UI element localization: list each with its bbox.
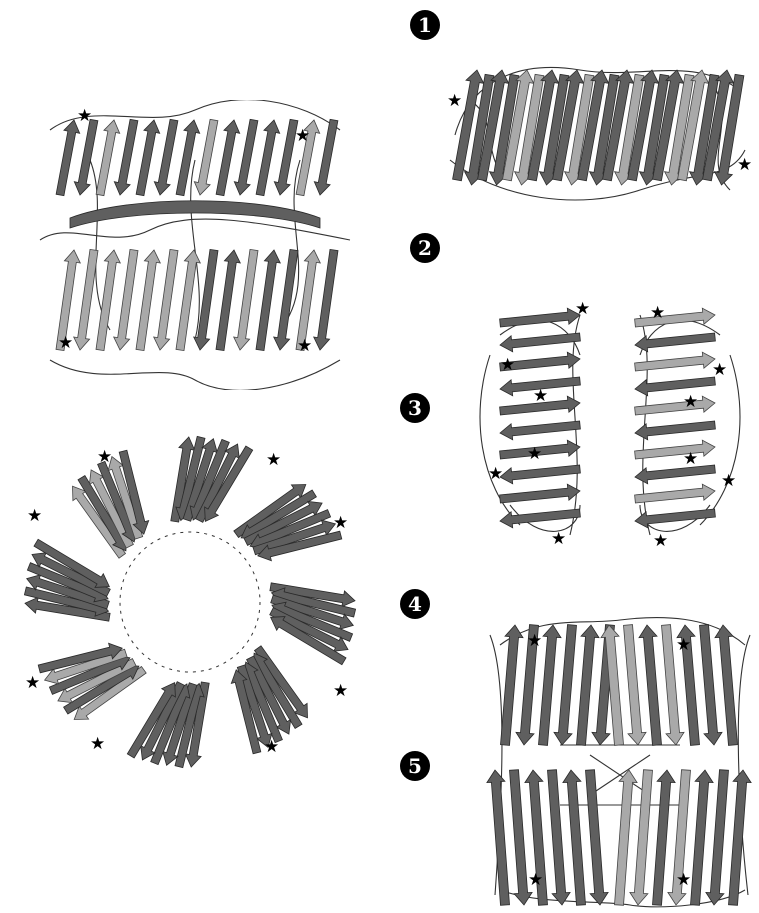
- beta-strand: [256, 250, 280, 351]
- star-marker: ★: [97, 449, 112, 466]
- beta-strand: [500, 509, 580, 528]
- star-marker: ★: [683, 451, 698, 468]
- beta-strand: [136, 250, 160, 351]
- marker-3: 3: [400, 393, 430, 423]
- panel-3-strands: [500, 308, 716, 528]
- marker-2: 2: [410, 233, 440, 263]
- star-marker: ★: [90, 736, 105, 753]
- marker-1-label: 1: [418, 15, 432, 35]
- star-marker: ★: [527, 633, 542, 650]
- star-marker: ★: [721, 473, 736, 490]
- star-marker: ★: [500, 357, 515, 374]
- beta-strand: [635, 333, 715, 352]
- star-marker: ★: [27, 508, 42, 525]
- panel-5-strands: [487, 625, 751, 906]
- beta-strand: [500, 308, 580, 327]
- star-marker: ★: [737, 157, 752, 174]
- star-marker: ★: [650, 305, 665, 322]
- star-marker: ★: [712, 362, 727, 379]
- beta-strand: [635, 484, 715, 503]
- beta-strand: [501, 625, 524, 745]
- beta-strand: [500, 484, 580, 503]
- star-marker: ★: [264, 739, 279, 756]
- star-marker: ★: [295, 128, 310, 145]
- star-marker: ★: [58, 335, 73, 352]
- star-marker: ★: [527, 446, 542, 463]
- star-marker: ★: [447, 93, 462, 110]
- beta-strand: [635, 421, 715, 440]
- beta-strand: [96, 250, 120, 351]
- panel-4-strands: [24, 436, 355, 767]
- beta-strand: [700, 625, 723, 745]
- beta-strand: [500, 333, 580, 352]
- beta-strand: [500, 421, 580, 440]
- beta-strand: [639, 625, 662, 745]
- panel-5-structure: [480, 605, 759, 910]
- beta-strand: [154, 249, 178, 350]
- star-marker: ★: [297, 338, 312, 355]
- beta-strand: [635, 440, 715, 459]
- star-marker: ★: [266, 452, 281, 469]
- star-marker: ★: [575, 301, 590, 318]
- star-marker: ★: [77, 108, 92, 125]
- beta-strand: [563, 770, 586, 905]
- marker-4: 4: [400, 589, 430, 619]
- beta-strand: [729, 770, 752, 905]
- beta-strand: [630, 770, 653, 905]
- beta-strand: [554, 625, 577, 745]
- beta-strand: [691, 770, 714, 905]
- beta-strand: [635, 465, 715, 484]
- star-marker: ★: [488, 466, 503, 483]
- panel-1-structure: [440, 40, 755, 215]
- beta-strand: [624, 625, 647, 745]
- beta-strand: [548, 770, 571, 905]
- marker-1: 1: [410, 10, 440, 40]
- beta-strand: [114, 249, 138, 350]
- beta-strand: [314, 249, 338, 350]
- star-marker: ★: [551, 531, 566, 548]
- beta-strand: [234, 249, 258, 350]
- star-marker: ★: [676, 872, 691, 889]
- marker-4-label: 4: [408, 594, 422, 614]
- star-marker: ★: [25, 675, 40, 692]
- star-marker: ★: [653, 533, 668, 550]
- beta-strand: [715, 625, 738, 745]
- beta-strand: [653, 770, 676, 905]
- beta-strand: [274, 249, 298, 350]
- beta-strand: [74, 249, 98, 350]
- star-marker: ★: [676, 637, 691, 654]
- star-marker: ★: [333, 683, 348, 700]
- beta-strand: [194, 249, 218, 350]
- panel-3-structure: [460, 295, 759, 550]
- star-marker: ★: [528, 872, 543, 889]
- beta-strand: [615, 770, 638, 905]
- panel-1-strands: [453, 70, 744, 185]
- star-marker: ★: [333, 515, 348, 532]
- marker-5: 5: [400, 751, 430, 781]
- beta-strand: [577, 625, 600, 745]
- star-marker: ★: [533, 388, 548, 405]
- beta-strand: [500, 465, 580, 484]
- marker-3-label: 3: [408, 398, 422, 418]
- beta-strand: [706, 770, 729, 905]
- marker-2-label: 2: [418, 238, 432, 258]
- marker-5-label: 5: [408, 756, 422, 776]
- beta-strand: [487, 770, 510, 905]
- panel-4-structure: [10, 430, 370, 775]
- beta-strand: [216, 250, 240, 351]
- star-marker: ★: [683, 394, 698, 411]
- beta-strand: [635, 509, 715, 528]
